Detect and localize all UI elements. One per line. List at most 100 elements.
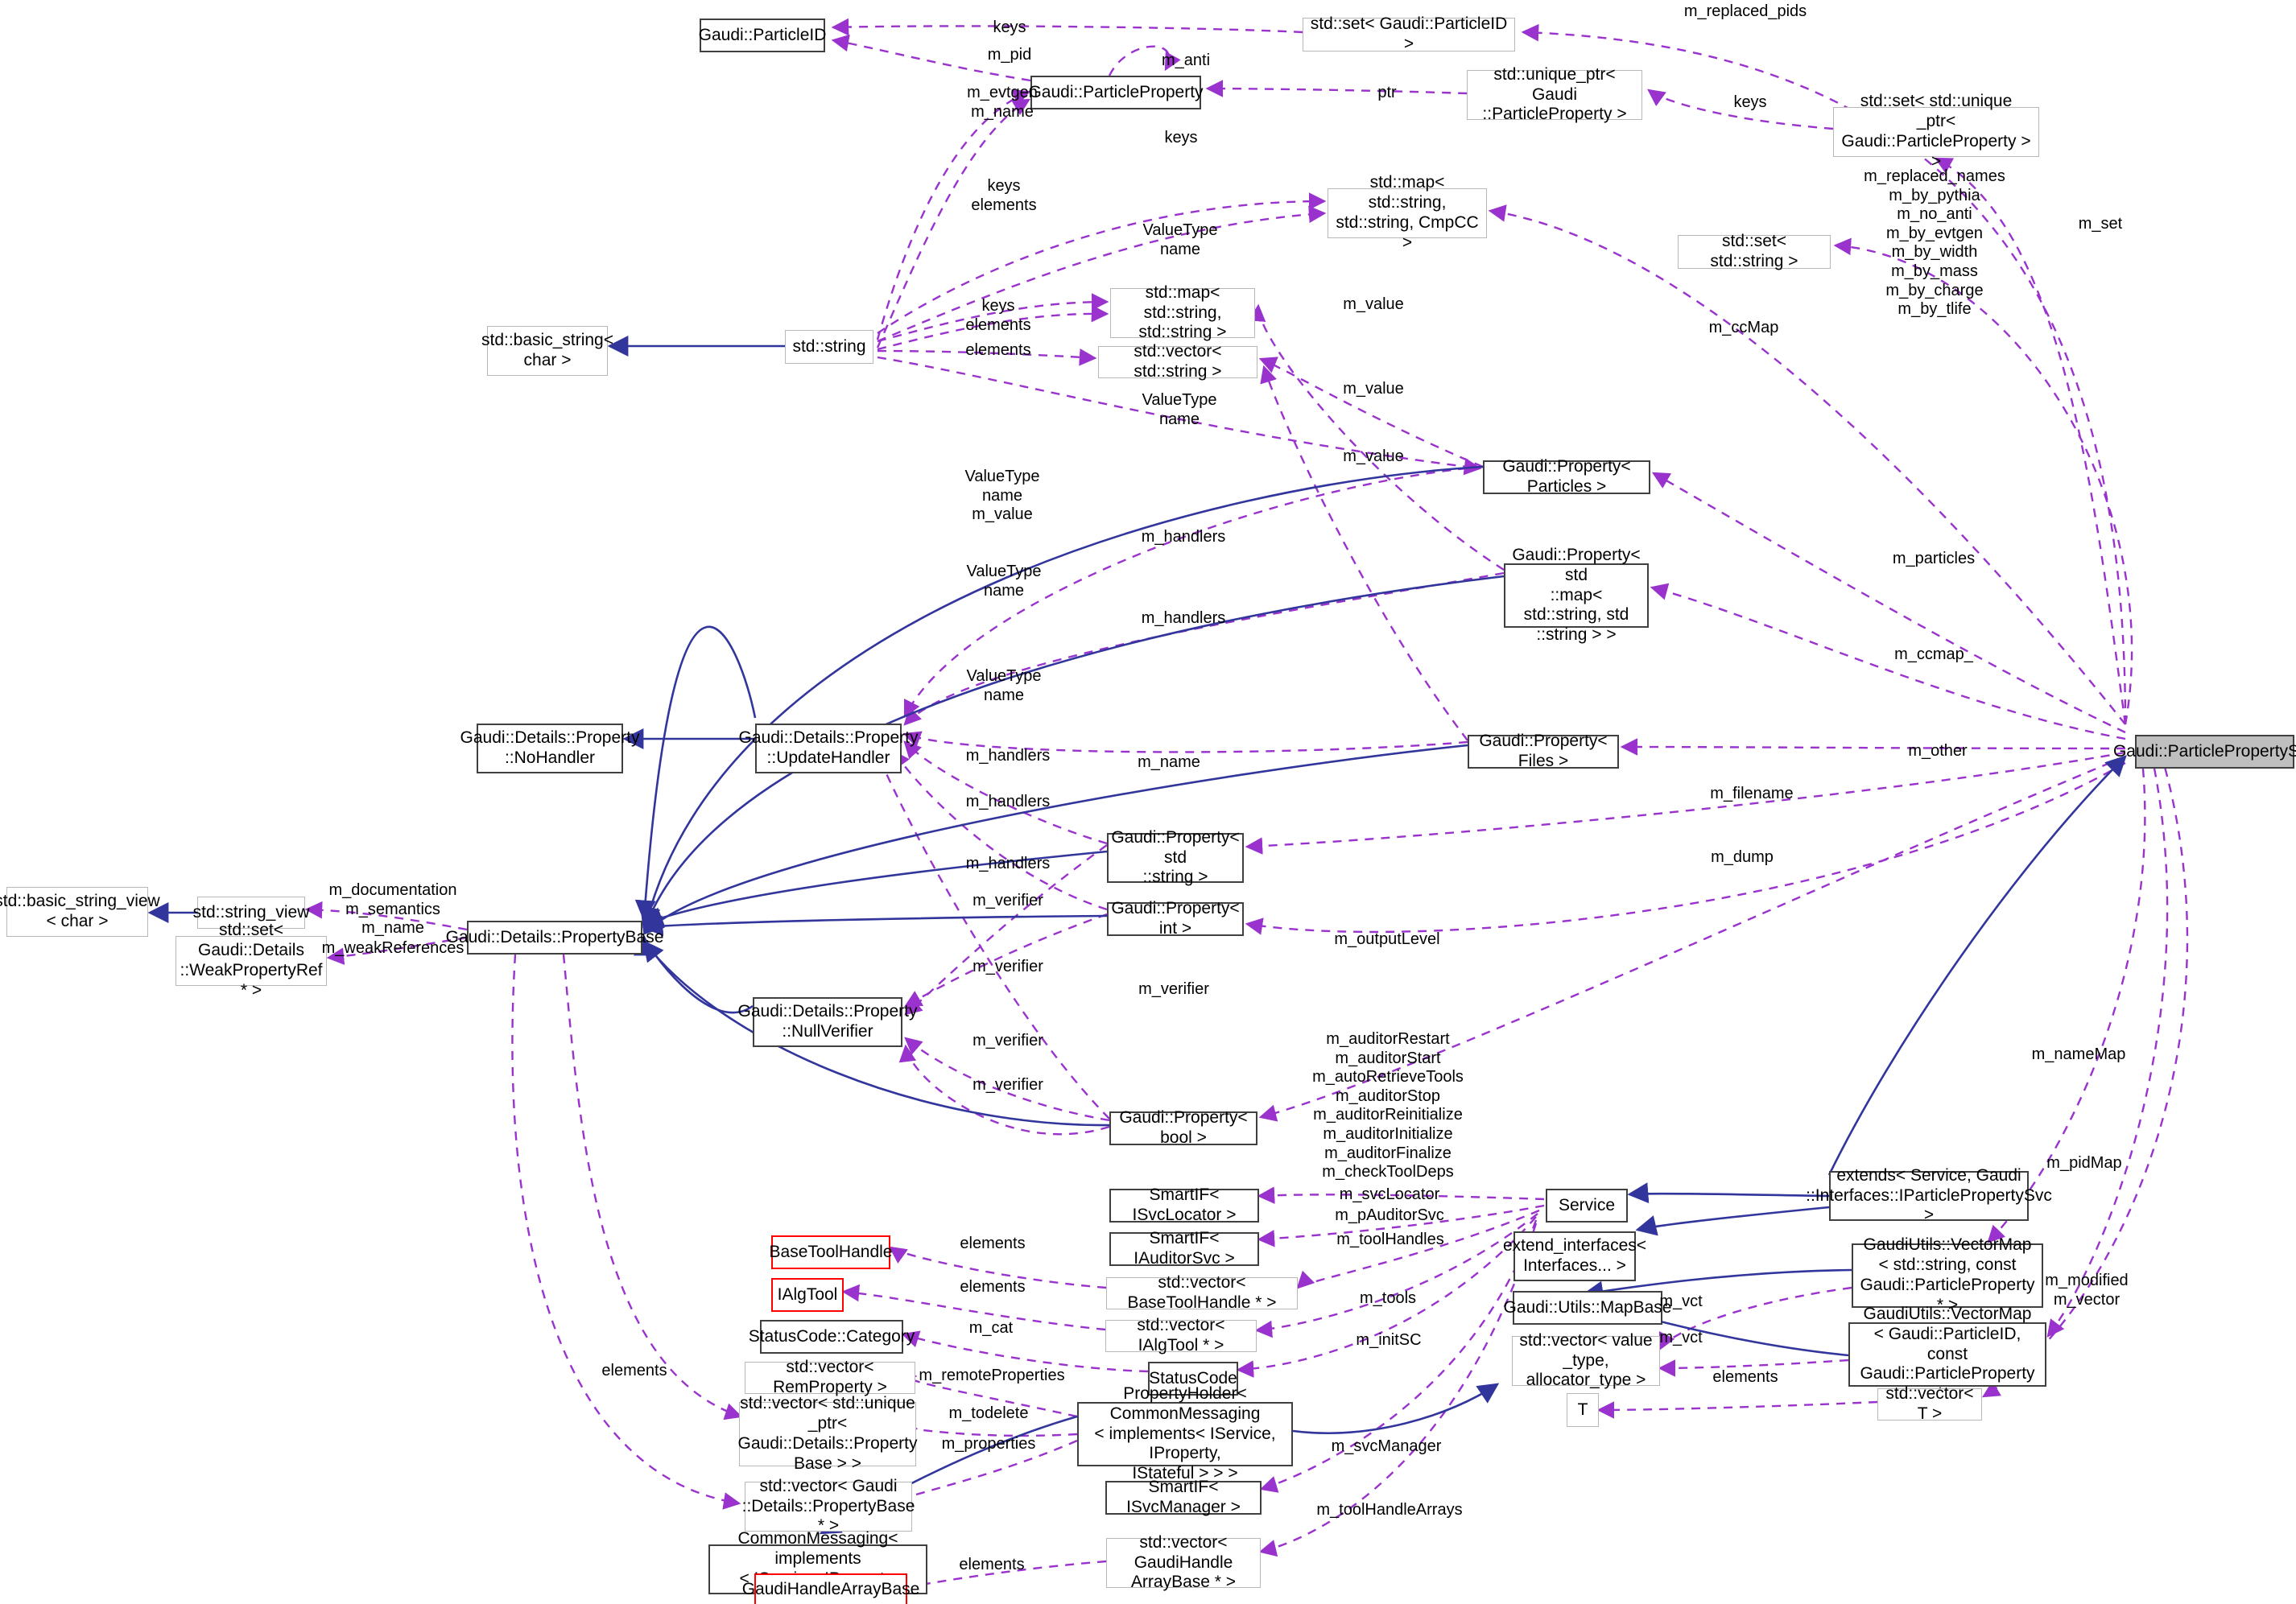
class-node-extendsservice[interactable]: extends< Service, Gaudi ::Interfaces::IP…	[1806, 1165, 2052, 1225]
edge-label: m_pAuditorSvc	[1335, 1206, 1444, 1224]
class-node-smartifsvcmgr[interactable]: SmartIF< ISvcManager >	[1105, 1478, 1262, 1516]
class-node-vecbasetoolhandle[interactable]: std::vector< BaseToolHandle * >	[1106, 1273, 1298, 1312]
class-node-setuniqueptrpp[interactable]: std::set< std::unique _ptr< Gaudi::Parti…	[1833, 92, 2039, 171]
edge-label: m_modified m_vector	[2045, 1272, 2129, 1309]
class-node-basicstringview[interactable]: std::basic_string_view < char >	[0, 887, 160, 937]
class-node-stringview[interactable]: std::string_view	[193, 897, 309, 929]
edge-label: elements	[959, 1556, 1025, 1573]
class-node-particleproperty[interactable]: Gaudi::ParticleProperty	[1028, 76, 1204, 109]
class-node-particlepropertysvc[interactable]: Gaudi::ParticlePropertySvc	[2113, 735, 2296, 769]
edge-label: m_ccmap_	[1894, 645, 1973, 663]
edge-label: elements	[601, 1362, 667, 1379]
edge-label: m_vct	[1659, 1329, 1703, 1346]
edge-label: m_toolHandles	[1336, 1231, 1444, 1248]
class-node-vecgaudihandle[interactable]: std::vector< GaudiHandle ArrayBase * >	[1106, 1533, 1261, 1591]
class-node-setweakref[interactable]: std::set< Gaudi::Details ::WeakPropertyR…	[176, 921, 327, 1000]
edge-label: m_properties	[941, 1435, 1036, 1453]
edge-label: m_replaced_pids	[1683, 2, 1807, 20]
class-node-updatehandler[interactable]: Gaudi::Details::Property ::UpdateHandler	[739, 724, 918, 773]
class-node-basicstring[interactable]: std::basic_string< char >	[481, 326, 613, 376]
edge-label: m_ccMap	[1708, 319, 1779, 336]
edge-label: m_handlers	[965, 793, 1051, 810]
edge-label: m_todelete	[948, 1404, 1029, 1422]
class-node-propparticles[interactable]: Gaudi::Property< Particles >	[1483, 457, 1650, 496]
edge-label: m_particles	[1892, 550, 1976, 567]
class-node-vecialgtool[interactable]: std::vector< IAlgTool * >	[1105, 1316, 1257, 1355]
edge-label: ValueType name m_value	[964, 468, 1040, 524]
edge-label: m_vct	[1659, 1293, 1703, 1310]
class-node-particleid[interactable]: Gaudi::ParticleID	[699, 19, 826, 52]
class-node-mapbase[interactable]: Gaudi::Utils::MapBase	[1504, 1291, 1671, 1325]
class-node-vectormapstr[interactable]: GaudiUtils::VectorMap < std::string, con…	[1852, 1235, 2043, 1314]
class-node-propertyholder[interactable]: PropertyHolder< CommonMessaging < implem…	[1077, 1384, 1293, 1482]
edge-label: m_set	[2078, 215, 2123, 233]
edge-label: m_value	[1343, 295, 1404, 313]
class-node-propint[interactable]: Gaudi::Property< int >	[1107, 899, 1244, 938]
class-node-mapstrstr[interactable]: std::map< std::string, std::string >	[1110, 283, 1255, 341]
class-node-gaudihandlearray[interactable]: GaudiHandleArrayBase	[742, 1573, 919, 1604]
edge-label: keys elements	[965, 297, 1031, 334]
edge-label: elements	[965, 341, 1031, 359]
class-node-ialgtool[interactable]: IAlgTool	[771, 1278, 844, 1312]
edge-label: m_name	[1138, 753, 1200, 771]
edge-label: m_verifier	[972, 1076, 1043, 1094]
edge-label: m_handlers	[965, 747, 1051, 765]
edge-label: elements	[960, 1235, 1026, 1252]
class-node-service[interactable]: Service	[1546, 1189, 1628, 1223]
edge-label: m_verifier	[972, 958, 1043, 975]
edge-label: m_remoteProperties	[919, 1367, 1065, 1384]
class-node-vecvaluetype[interactable]: std::vector< value _type, allocator_type…	[1512, 1331, 1660, 1389]
class-node-smartifsvcloc[interactable]: SmartIF< ISvcLocator >	[1109, 1185, 1259, 1224]
class-node-uniqueptrpp[interactable]: std::unique_ptr< Gaudi ::ParticlePropert…	[1467, 65, 1642, 123]
class-node-basetoolhandle[interactable]: BaseToolHandle	[770, 1235, 892, 1269]
class-node-propstdstring[interactable]: Gaudi::Property< std ::string >	[1107, 828, 1244, 886]
class-node-vecremproperty[interactable]: std::vector< RemProperty >	[745, 1358, 915, 1396]
class-node-propbool[interactable]: Gaudi::Property< bool >	[1109, 1108, 1257, 1147]
edge-label: ValueType name	[1142, 221, 1218, 258]
edge-label: m_outputLevel	[1334, 930, 1440, 948]
edge-label: keys elements	[971, 177, 1037, 214]
class-node-tnode[interactable]: T	[1567, 1393, 1599, 1427]
edge-label: m_verifier	[972, 892, 1043, 909]
edge-label: m_tools	[1359, 1289, 1417, 1307]
edge-label: m_documentation m_semantics m_name	[328, 881, 457, 938]
class-node-nohandler[interactable]: Gaudi::Details::Property ::NoHandler	[460, 724, 639, 773]
class-node-vecstring[interactable]: std::vector< std::string >	[1098, 342, 1257, 381]
class-node-vect[interactable]: std::vector< T >	[1877, 1384, 1982, 1423]
edge-label: m_weakReferences	[321, 939, 465, 957]
class-node-propertybase[interactable]: Gaudi::Details::PropertyBase	[446, 921, 663, 955]
edge-label: m_handlers	[965, 855, 1051, 872]
class-node-smartifauditor[interactable]: SmartIF< IAuditorSvc >	[1109, 1229, 1259, 1268]
class-node-propfiles[interactable]: Gaudi::Property< Files >	[1468, 732, 1619, 770]
class-node-stdstring[interactable]: std::string	[785, 330, 873, 364]
edge-label: m_verifier	[1138, 980, 1209, 998]
edge-label: elements	[960, 1278, 1026, 1296]
edge-label: m_toolHandleArrays	[1316, 1501, 1463, 1519]
class-node-setstring[interactable]: std::set< std::string >	[1678, 232, 1831, 270]
class-node-vectormappid[interactable]: GaudiUtils::VectorMap < Gaudi::ParticleI…	[1848, 1305, 2046, 1403]
edge-label: m_pid	[987, 46, 1032, 64]
edge-label: m_auditorRestart m_auditorStart m_autoRe…	[1312, 1030, 1464, 1181]
edge-label: m_value	[1343, 447, 1404, 465]
edge-label: m_nameMap	[2031, 1045, 2126, 1063]
class-node-propmapstrstr[interactable]: Gaudi::Property< std ::map< std::string,…	[1504, 546, 1649, 644]
class-node-statuscodecat[interactable]: StatusCode::Category	[749, 1320, 915, 1354]
class-node-nullverifier[interactable]: Gaudi::Details::Property ::NullVerifier	[738, 997, 917, 1047]
edge-label: m_replaced_names m_by_pythia m_no_anti m…	[1864, 167, 2005, 319]
edge-label: m_anti	[1161, 52, 1211, 69]
edge-label: keys	[993, 19, 1026, 36]
edge-label: m_evtgen m_name	[967, 84, 1038, 121]
class-node-vecpropertybase[interactable]: std::vector< Gaudi ::Details::PropertyBa…	[741, 1476, 915, 1536]
edge-label: m_svcLocator	[1339, 1185, 1440, 1203]
edge-label: m_value	[1343, 380, 1404, 398]
class-node-setparticleid[interactable]: std::set< Gaudi::ParticleID >	[1303, 14, 1515, 53]
edge-label: ValueType name	[1142, 391, 1217, 428]
edge-label: m_dump	[1711, 848, 1774, 866]
edge-label: m_filename	[1710, 785, 1794, 802]
class-node-vecuniqueptrpb[interactable]: std::vector< std::unique _ptr< Gaudi::De…	[737, 1394, 918, 1473]
class-node-extendinterfaces[interactable]: extend_interfaces< Interfaces... >	[1503, 1231, 1646, 1281]
edge-label: m_handlers	[1141, 528, 1226, 546]
edge-label: keys	[1164, 129, 1198, 146]
class-node-statuscode[interactable]: StatusCode	[1148, 1362, 1238, 1396]
class-node-mapstrcmpcc[interactable]: std::map< std::string, std::string, CmpC…	[1328, 173, 1487, 252]
